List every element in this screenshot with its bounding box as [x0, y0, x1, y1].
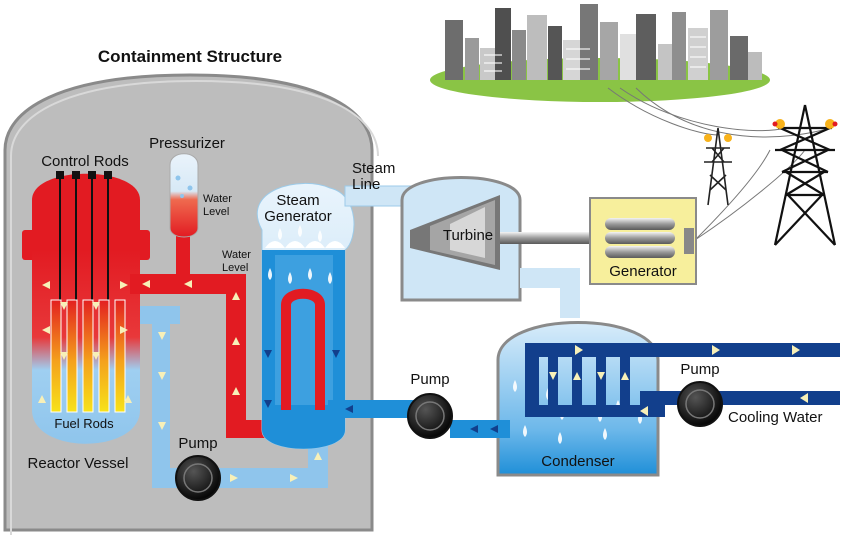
steam-generator: [256, 182, 355, 450]
fuel-rods-label: Fuel Rods: [54, 416, 114, 431]
cooling-water-label: Cooling Water: [728, 409, 822, 426]
primary-loop-arrows: [142, 280, 322, 482]
pump-label-cooling: Pump: [680, 361, 719, 378]
cooling-pump: [677, 381, 723, 427]
feedwater-pipe: [328, 400, 510, 438]
steam-generator-label-b: Generator: [264, 208, 332, 225]
pump-label-primary: Pump: [178, 435, 217, 452]
water-level-label-2b: Level: [222, 262, 248, 274]
reactor-vessel-label: Reactor Vessel: [28, 455, 129, 472]
pressurizer-label: Pressurizer: [149, 135, 225, 152]
control-rods-label: Control Rods: [41, 153, 129, 170]
turbine-shaft: [500, 232, 610, 244]
transmission-tower-small: [704, 127, 732, 206]
secondary-pump: [407, 393, 453, 439]
feedwater-arrows: [345, 405, 498, 433]
primary-pump: [175, 455, 221, 501]
water-level-label-1a: Water: [203, 193, 232, 205]
turbine-housing: [400, 176, 522, 302]
turbine-to-condenser-pipe: [520, 268, 580, 318]
vessel-flow-arrows: [38, 281, 132, 403]
city-skyline: [430, 4, 770, 102]
turbine-label: Turbine: [443, 227, 493, 244]
fuel-rods: [50, 299, 126, 413]
water-level-label-1b: Level: [203, 206, 229, 218]
condenser-label: Condenser: [541, 453, 614, 470]
generator-label: Generator: [609, 263, 677, 280]
pressurizer: [169, 153, 199, 238]
steam-line-label-a: Steam: [352, 160, 395, 177]
generator-unit: [589, 197, 697, 285]
steam-generator-label-a: Steam: [276, 192, 319, 209]
pump-label-secondary: Pump: [410, 371, 449, 388]
transmission-tower-large: [772, 104, 838, 246]
steam-line-label-b: Line: [352, 176, 380, 193]
containment-title: Containment Structure: [98, 47, 282, 66]
coil-arrows: [549, 345, 808, 416]
water-level-label-2a: Water: [222, 249, 251, 261]
